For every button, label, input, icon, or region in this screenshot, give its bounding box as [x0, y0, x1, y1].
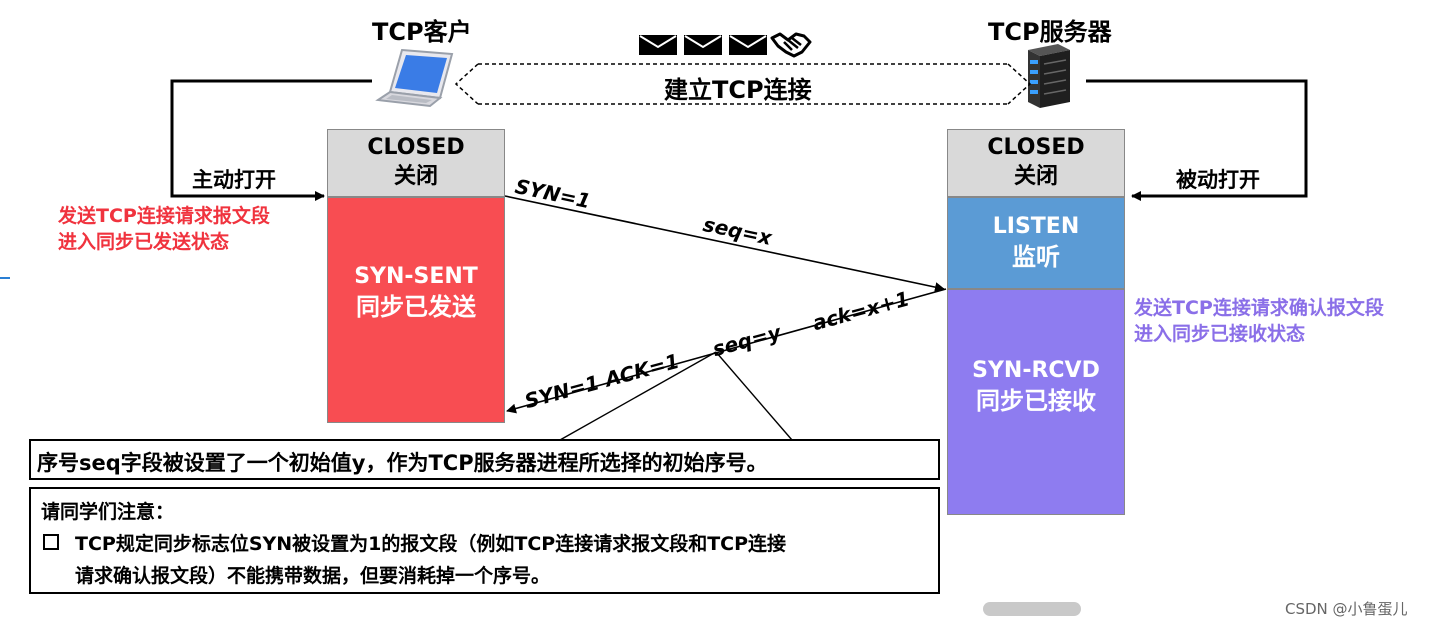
envelope-icon-2 — [684, 35, 722, 55]
server-note-line2: 进入同步已接收状态 — [1134, 322, 1306, 345]
client-closed-zh: 关闭 — [393, 164, 438, 189]
client-note: 发送TCP连接请求报文段 进入同步已发送状态 — [58, 204, 270, 255]
server-icon — [1028, 44, 1070, 108]
server-synrcvd-state: SYN-RCVD 同步已接收 — [947, 289, 1125, 515]
attention-box: 请同学们注意： TCP规定同步标志位SYN被设置为1的报文段（例如TCP连接请求… — [29, 487, 940, 594]
server-closed-en: CLOSED — [987, 135, 1085, 161]
client-title: TCP客户 — [372, 18, 472, 46]
watermark: CSDN @小鲁蛋儿 — [1285, 600, 1408, 618]
server-closed-state: CLOSED 关闭 — [947, 129, 1125, 197]
client-closed-en: CLOSED — [367, 135, 465, 161]
syn-ack-arrow — [506, 288, 947, 414]
server-closed-zh: 关闭 — [1013, 164, 1058, 189]
client-closed-state: CLOSED 关闭 — [327, 129, 505, 197]
client-note-line2: 进入同步已发送状态 — [58, 230, 230, 253]
seq-note-text: 序号seq字段被设置了一个初始值y，作为TCP服务器进程所选择的初始序号。 — [37, 451, 768, 475]
handshake-icon — [770, 32, 812, 58]
passive-open-label: 被动打开 — [1176, 168, 1260, 192]
envelope-icon-1 — [639, 35, 677, 55]
laptop-icon — [375, 48, 454, 108]
client-synsent-zh: 同步已发送 — [356, 292, 476, 321]
server-title: TCP服务器 — [988, 18, 1112, 46]
server-listen-en: LISTEN — [992, 214, 1080, 240]
horizontal-scrollbar[interactable] — [983, 602, 1081, 616]
server-listen-zh: 监听 — [1012, 242, 1060, 271]
server-synrcvd-zh: 同步已接收 — [976, 386, 1096, 415]
margin-mark — [0, 277, 10, 279]
client-synsent-en: SYN-SENT — [354, 264, 478, 290]
connect-dashed-arrow — [454, 63, 1032, 105]
active-open-arrow — [170, 79, 372, 201]
syn-arrow — [504, 195, 945, 293]
server-note: 发送TCP连接请求确认报文段 进入同步已接收状态 — [1134, 296, 1384, 347]
server-synrcvd-en: SYN-RCVD — [972, 358, 1100, 384]
attention-line1: TCP规定同步标志位SYN被设置为1的报文段（例如TCP连接请求报文段和TCP连… — [75, 533, 787, 555]
envelope-icon-3 — [729, 35, 767, 55]
checkbox-icon — [43, 534, 59, 550]
attention-line2: 请求确认报文段）不能携带数据，但要消耗掉一个序号。 — [75, 565, 551, 587]
client-synsent-state: SYN-SENT 同步已发送 — [327, 197, 505, 423]
passive-open-arrow — [1086, 79, 1308, 201]
server-listen-state: LISTEN 监听 — [947, 197, 1125, 289]
connect-label: 建立TCP连接 — [664, 76, 812, 104]
seq-note-box: 序号seq字段被设置了一个初始值y，作为TCP服务器进程所选择的初始序号。 — [29, 439, 940, 480]
attention-title: 请同学们注意： — [41, 501, 175, 523]
callout-line-2 — [715, 351, 793, 441]
callout-line-1 — [559, 351, 717, 441]
active-open-label: 主动打开 — [192, 168, 276, 192]
client-note-line1: 发送TCP连接请求报文段 — [58, 205, 270, 227]
server-note-line1: 发送TCP连接请求确认报文段 — [1134, 297, 1384, 319]
